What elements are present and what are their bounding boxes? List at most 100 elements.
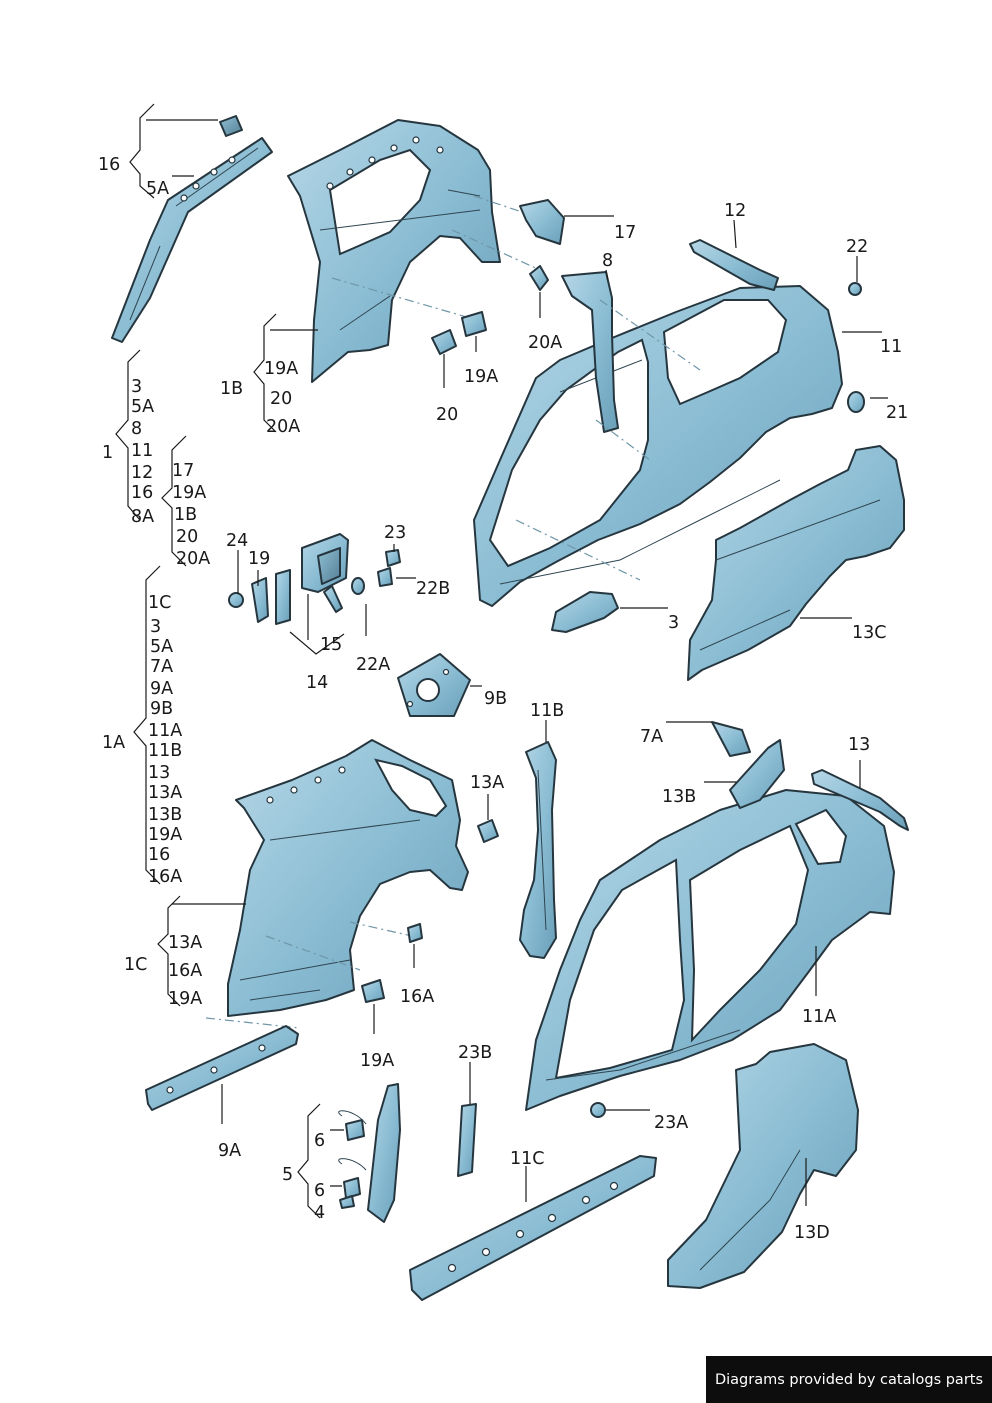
part-13D-rear-skin (667, 1043, 859, 1289)
part-9A-sill-strip (145, 1025, 299, 1111)
label-16: 16 (98, 155, 120, 175)
label-19A: 19A (264, 359, 298, 379)
label-11C: 11C (510, 1149, 545, 1169)
part-19A-patch (461, 311, 487, 337)
label-g1-8: 8 (131, 419, 142, 439)
part-13B-pillar (729, 739, 785, 809)
label-22: 22 (846, 237, 868, 257)
label-g1A-16A: 16A (148, 867, 182, 887)
part-5-rear-bracket (338, 1083, 401, 1223)
label-6: 6 (314, 1131, 325, 1151)
labels: 16 5A 17 12 22 8 20A 11 19A 19A 1B 20 21… (98, 155, 908, 1243)
label-g1A-16: 16 (148, 845, 170, 865)
label-20A-brace: 20A (266, 417, 300, 437)
part-19A-plate-b (361, 979, 385, 1003)
part-11A-outer-panel (525, 789, 895, 1111)
part-12-roof-strip (689, 239, 779, 291)
label-g1C-13A: 13A (168, 933, 202, 953)
label-21: 21 (886, 403, 908, 423)
part-3-sill-bracket (551, 591, 619, 633)
label-gs-20A: 20A (176, 549, 210, 569)
label-7A: 7A (640, 727, 663, 747)
label-22B: 22B (416, 579, 450, 599)
label-g1A-1C: 1C (148, 593, 171, 613)
label-11: 11 (880, 337, 902, 357)
label-g1C-19A: 19A (168, 989, 202, 1009)
label-20: 20 (270, 389, 292, 409)
part-13A-patch (477, 819, 499, 843)
label-17: 17 (614, 223, 636, 243)
label-1: 1 (102, 443, 113, 463)
label-20-center: 20 (436, 405, 458, 425)
label-6b: 6 (314, 1181, 325, 1201)
label-gs-19A: 19A (172, 483, 206, 503)
label-19: 19 (248, 549, 270, 569)
label-g1A-7A: 7A (150, 657, 173, 677)
label-g1-3: 3 (131, 377, 142, 397)
label-g1A-9A: 9A (150, 679, 173, 699)
part-13-strip (811, 769, 909, 831)
part-13C-quarter-skin (687, 445, 905, 681)
label-gs-20: 20 (176, 527, 198, 547)
label-20A: 20A (528, 333, 562, 353)
part-20A-plug (529, 265, 549, 291)
label-16A: 16A (400, 987, 434, 1007)
label-9A: 9A (218, 1141, 241, 1161)
label-9B: 9B (484, 689, 507, 709)
part-20-plate (431, 329, 457, 355)
footer-credit: Diagrams provided by catalogs parts (706, 1356, 992, 1403)
label-g1A-11B: 11B (148, 741, 182, 761)
label-22A: 22A (356, 655, 390, 675)
label-23B: 23B (458, 1043, 492, 1063)
label-g1A-5A: 5A (150, 637, 173, 657)
part-11C-sill (409, 1155, 657, 1301)
label-11A: 11A (802, 1007, 836, 1027)
label-g1A-9B: 9B (150, 699, 173, 719)
label-23A: 23A (654, 1113, 688, 1133)
label-24: 24 (226, 531, 248, 551)
part-11B-b-pillar (519, 741, 557, 959)
label-11B: 11B (530, 701, 564, 721)
label-13: 13 (848, 735, 870, 755)
label-3: 3 (668, 613, 679, 633)
label-13C: 13C (852, 623, 887, 643)
label-g1A-13B: 13B (148, 805, 182, 825)
part-22-plug (848, 282, 862, 296)
part-23B-strip (457, 1103, 477, 1177)
part-1B-inner-panel (287, 119, 501, 383)
label-g1-5A: 5A (131, 397, 154, 417)
label-5A: 5A (146, 179, 169, 199)
label-g1A-13A: 13A (148, 783, 182, 803)
label-g1-8A: 8A (131, 507, 154, 527)
label-5: 5 (282, 1165, 293, 1185)
label-g1A-11A: 11A (148, 721, 182, 741)
label-g1-16: 16 (131, 483, 153, 503)
label-12: 12 (724, 201, 746, 221)
label-8: 8 (602, 251, 613, 271)
label-g1-12: 12 (131, 463, 153, 483)
part-8-b-pillar-upper (561, 271, 619, 433)
label-g1A-3: 3 (150, 617, 161, 637)
part-23A-plug (590, 1102, 606, 1118)
label-g1A-13: 13 (148, 763, 170, 783)
label-1C: 1C (124, 955, 147, 975)
footer-text: Diagrams provided by catalogs parts (714, 1371, 984, 1388)
label-15: 15 (320, 635, 342, 655)
label-gs-17: 17 (172, 461, 194, 481)
label-g1-11: 11 (131, 441, 153, 461)
label-4: 4 (314, 1203, 325, 1223)
label-19A-bottom: 19A (360, 1051, 394, 1071)
part-14-filler-flap (228, 533, 401, 625)
label-g1C-16A: 16A (168, 961, 202, 981)
part-11-outer-panel (473, 285, 843, 607)
label-1B: 1B (220, 379, 243, 399)
part-16A-clip (407, 923, 423, 943)
part-17-bracket (519, 199, 565, 245)
part-1C-inner-panel (227, 739, 469, 1017)
part-16-pillar (111, 115, 273, 343)
label-19A-top: 19A (464, 367, 498, 387)
part-9B-tank-cup (397, 653, 471, 717)
label-13D: 13D (794, 1223, 830, 1243)
part-21-cap (847, 391, 865, 413)
